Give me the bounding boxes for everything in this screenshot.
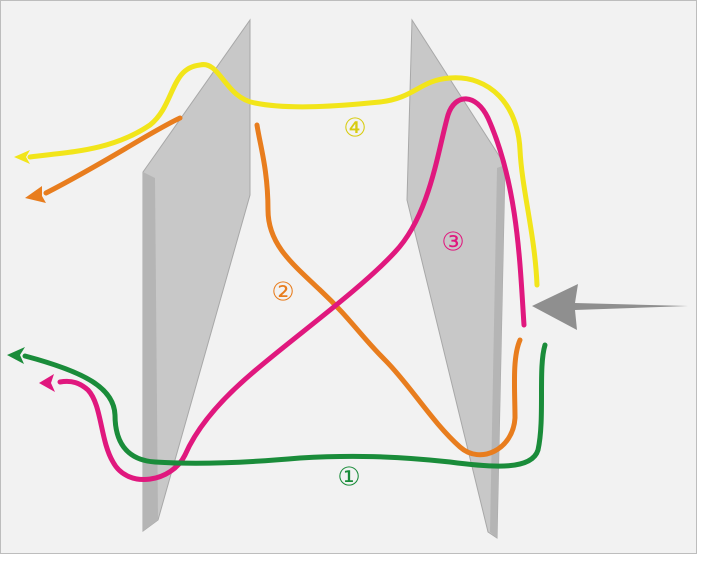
path-2 <box>25 115 523 458</box>
background-panel <box>0 0 697 554</box>
right-panel <box>406 18 506 539</box>
path-3 <box>39 96 527 482</box>
label-path-2: ② <box>271 278 294 308</box>
label-path-1: ① <box>337 463 360 493</box>
left-panel-edge <box>143 172 158 531</box>
label-path-3: ③ <box>441 228 464 258</box>
right-panel-edge <box>490 165 505 538</box>
entry-arrow <box>532 284 688 330</box>
label-path-4: ④ <box>343 114 366 144</box>
path-4 <box>14 62 540 288</box>
path-1 <box>7 342 548 469</box>
